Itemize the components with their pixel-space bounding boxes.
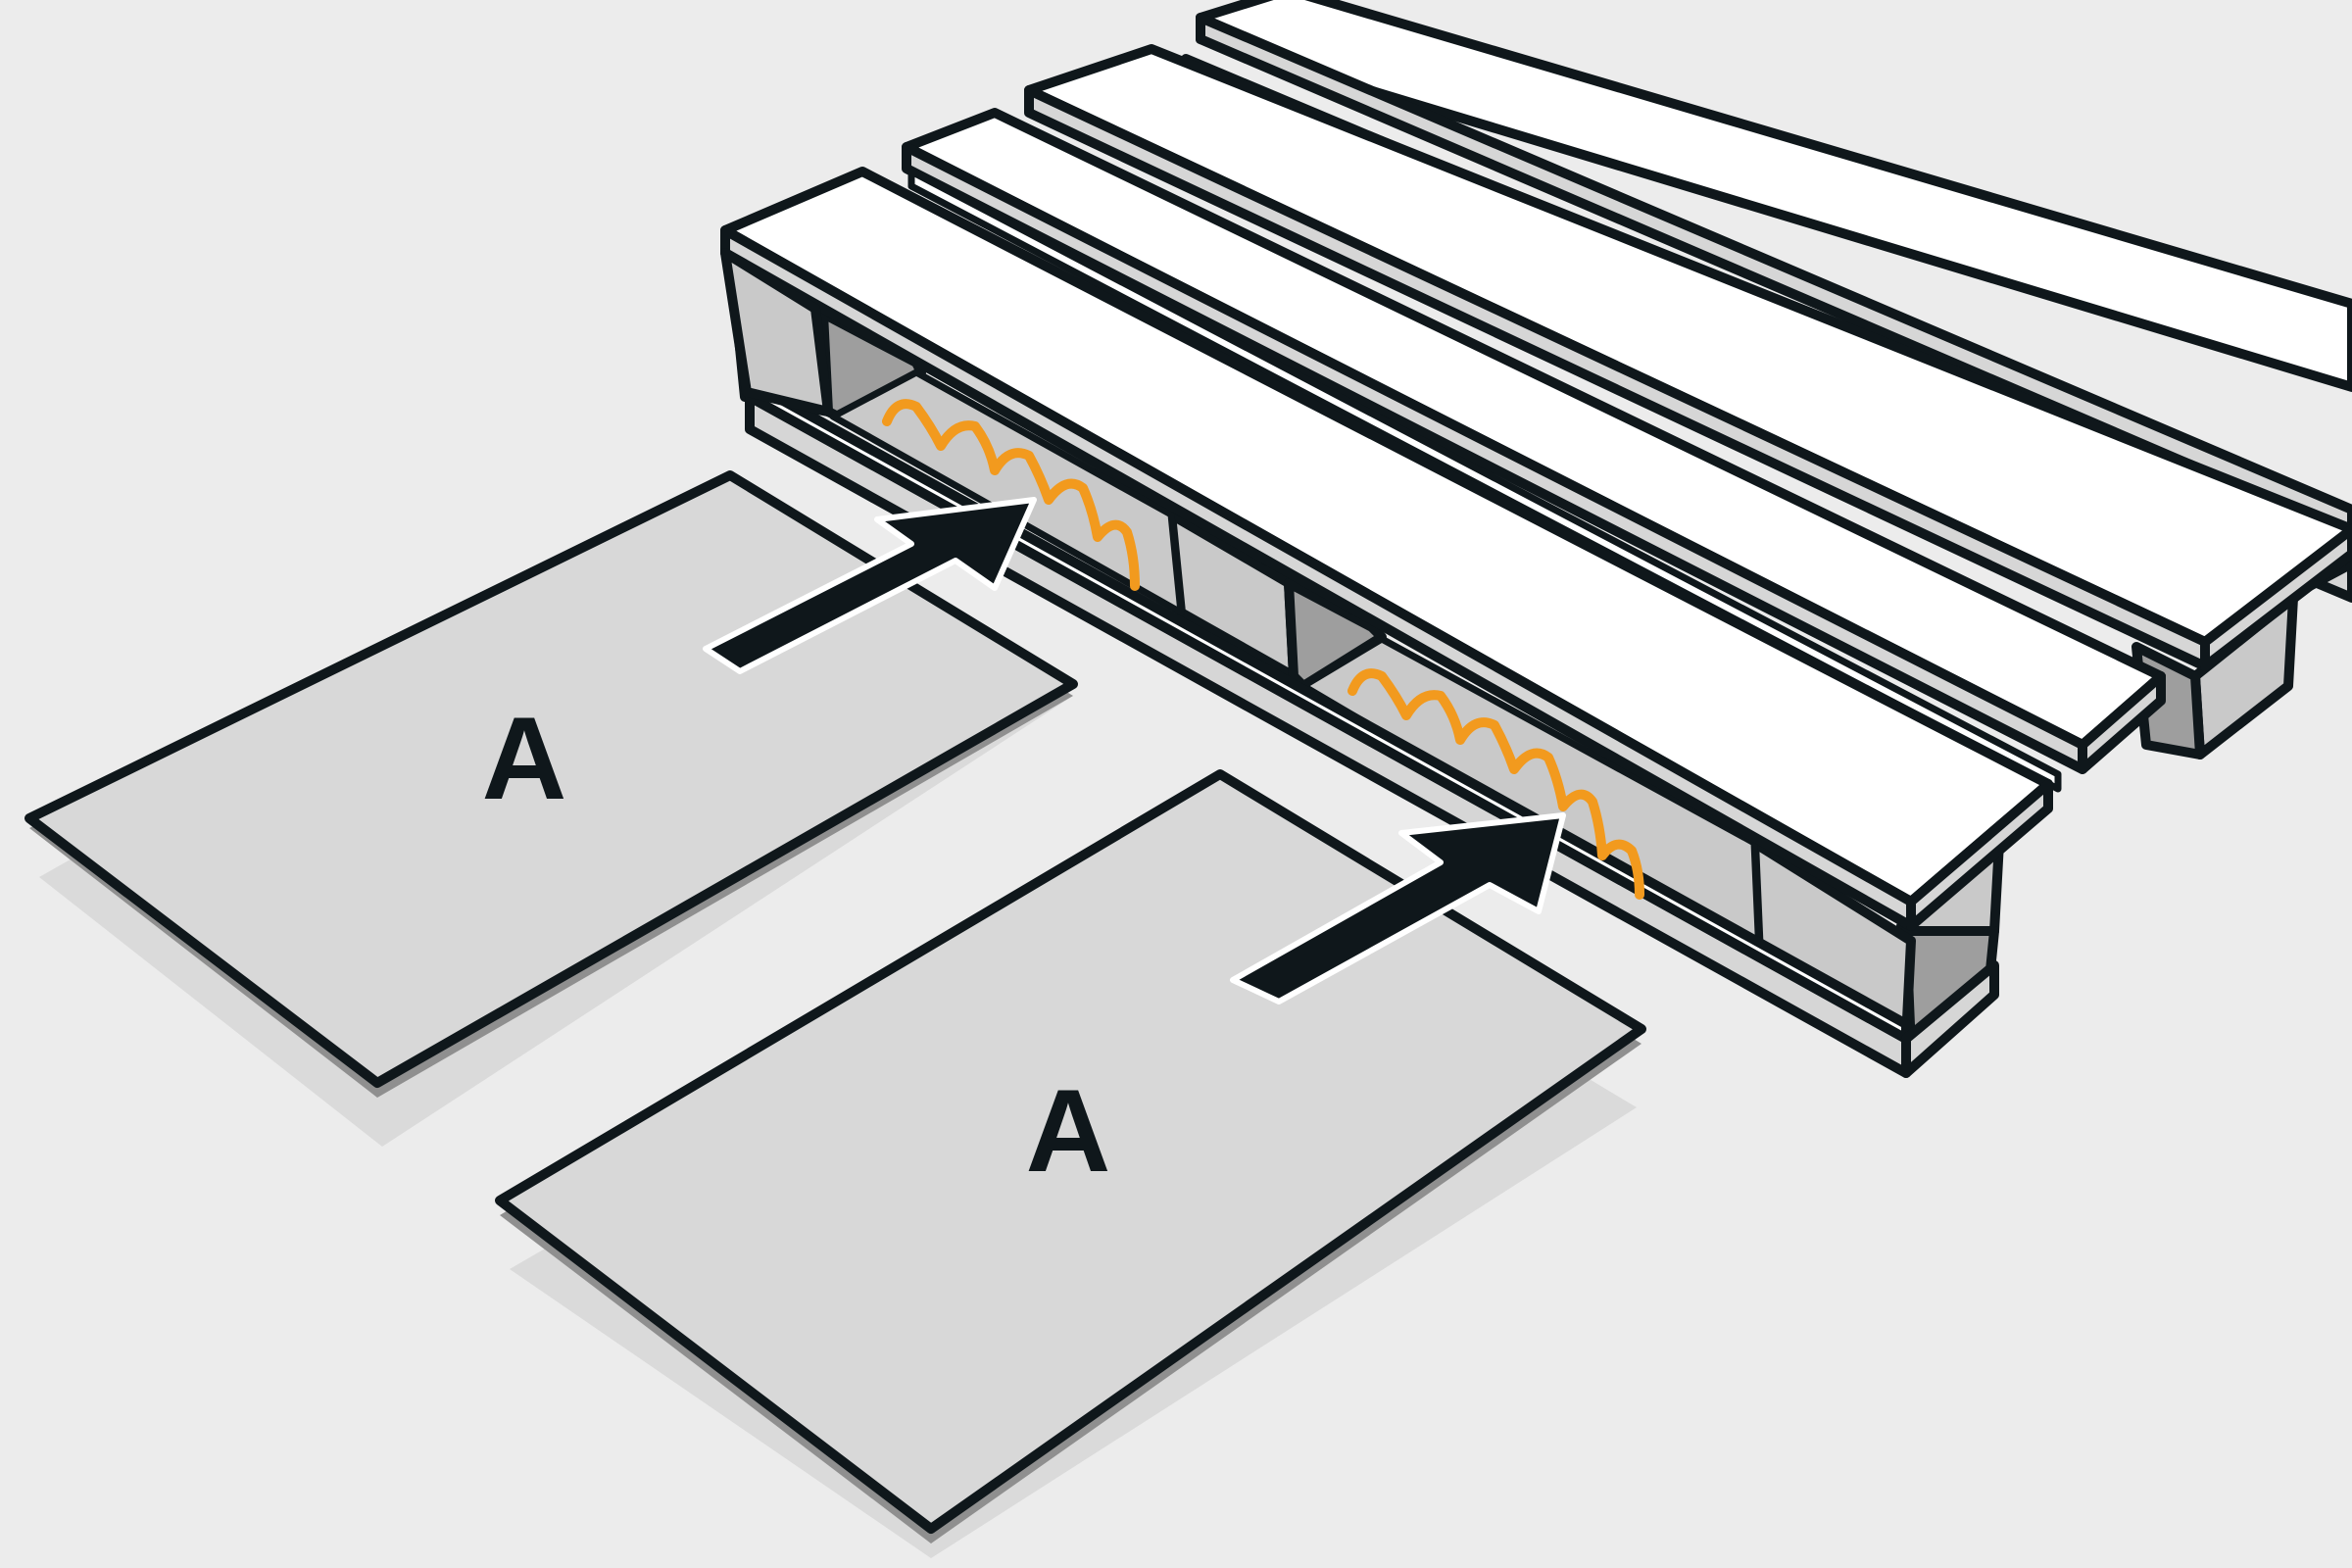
adhesive-squiggle-icon [1348,668,1644,900]
base-end-front [1901,960,1999,1078]
deck-board-4-side [1196,13,2352,539]
top-deck [720,0,2352,1078]
channel-1 [829,368,1185,616]
deck-board-1-end [1906,779,2053,931]
deck-board-3-end [2200,524,2352,671]
arrow-icon [1230,812,1566,1004]
adhesive-squiggle-icon [882,399,1140,591]
panel-right-label: A [1026,1065,1111,1197]
panel-right-face [495,769,1646,1534]
deck-board-2-end [2078,671,2166,774]
pallet [720,0,2352,1078]
panel-left-label: A [482,693,567,824]
insert-arrows [703,497,1566,1004]
arrow-icon [703,497,1037,674]
panel-right: A [495,769,1646,1558]
front-left-post [720,248,833,416]
base-rail-middle [907,168,2062,793]
adhesive-squiggles [882,399,1644,900]
